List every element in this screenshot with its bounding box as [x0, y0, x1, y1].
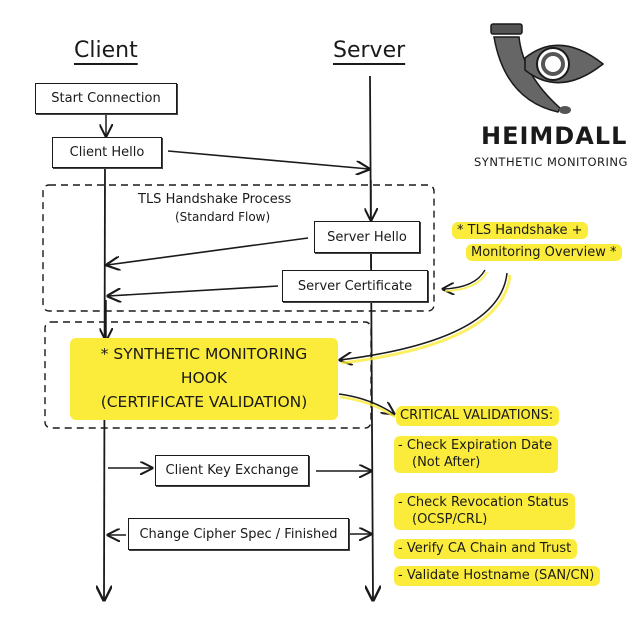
- hook-highlight: [70, 338, 338, 420]
- overview-note-line2: Monitoring Overview *: [466, 244, 622, 261]
- tls-group-border: [42, 184, 435, 312]
- validation-item-text: - Validate Hostname (SAN/CN): [398, 568, 595, 583]
- validation-item: - Validate Hostname (SAN/CN): [394, 566, 601, 586]
- critical-validations-title: CRITICAL VALIDATIONS:: [396, 406, 560, 426]
- client-hello-box[interactable]: Client Hello: [52, 137, 162, 168]
- horn-eye-icon: [490, 23, 605, 114]
- validation-item-subtext: (OCSP/CRL): [412, 512, 488, 527]
- validation-item: - Verify CA Chain and Trust: [394, 539, 578, 559]
- arrow-overview-to-tls: [443, 269, 486, 289]
- hook-line1: * SYNTHETIC MONITORING: [100, 345, 308, 363]
- client-lane-title: Client: [74, 38, 138, 63]
- hook-group-border: [44, 321, 372, 429]
- hook-line2: HOOK: [180, 369, 228, 387]
- validation-item-text: - Check Revocation Status: [398, 495, 569, 510]
- start-connection-box[interactable]: Start Connection: [35, 83, 177, 114]
- server-hello-box[interactable]: Server Hello: [314, 221, 420, 253]
- arrow-server-hello: [107, 237, 309, 265]
- validation-item-text: - Verify CA Chain and Trust: [398, 541, 572, 556]
- validation-item-text: - Check Expiration Date: [398, 438, 553, 453]
- validation-item: - Check Expiration Date (Not After): [394, 436, 559, 473]
- logo-tagline: SYNTHETIC MONITORING: [474, 155, 628, 169]
- server-lifeline: [370, 75, 373, 600]
- arrow-overview-to-hook: [340, 272, 508, 360]
- server-certificate-box[interactable]: Server Certificate: [282, 270, 428, 302]
- tls-group-title: TLS Handshake Process: [138, 192, 292, 207]
- logo-name: HEIMDALL: [481, 122, 628, 150]
- hook-label: * SYNTHETIC MONITORING HOOK (CERTIFICATE…: [70, 342, 338, 414]
- arrow-server-certificate: [108, 285, 279, 296]
- validation-item: - Check Revocation Status (OCSP/CRL): [394, 493, 575, 530]
- change-cipher-spec-box[interactable]: Change Cipher Spec / Finished: [128, 518, 349, 550]
- hook-line3: (CERTIFICATE VALIDATION): [100, 393, 308, 411]
- server-lane-title: Server: [333, 38, 406, 63]
- validation-item-subtext: (Not After): [412, 455, 481, 470]
- tls-group-subtitle: (Standard Flow): [175, 210, 271, 224]
- arrow-hook-to-critical: [338, 393, 394, 414]
- overview-note-line1: * TLS Handshake +: [452, 222, 588, 239]
- arrow-client-hello: [167, 150, 369, 169]
- client-key-exchange-box[interactable]: Client Key Exchange: [155, 455, 309, 486]
